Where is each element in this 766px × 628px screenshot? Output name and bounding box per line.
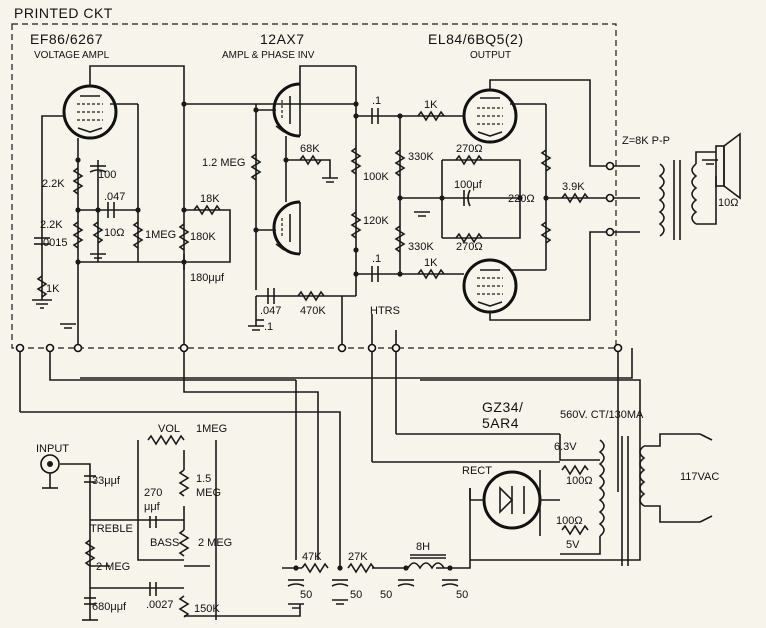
label-r-vol-1meg: 1MEG [196, 423, 227, 435]
label-r-47k: 47K [302, 551, 322, 563]
label-r-100-b: 100Ω [556, 515, 583, 527]
label-r-18k: 18K [200, 193, 220, 205]
el84-tube-bottom [462, 258, 518, 314]
label-c-33uuf: 33μμf [92, 475, 121, 487]
label-r-270-top: 270Ω [456, 143, 483, 155]
label-treble: TREBLE [90, 523, 133, 535]
label-c-0027: .0027 [146, 599, 174, 611]
label-c-270: 270 [144, 487, 162, 499]
gz34-tube [469, 470, 560, 530]
rect-label: RECT [462, 465, 492, 477]
el84-label: EL84/6BQ5(2) [428, 31, 524, 47]
label-c-180uuf: 180μμf [190, 272, 225, 284]
label-choke-8h: 8H [416, 541, 430, 553]
12ax7-label: 12AX7 [260, 31, 305, 47]
label-r-220: 220Ω [508, 193, 535, 205]
printed-ckt-title: PRINTED CKT [14, 5, 113, 21]
label-r-470k: 470K [300, 305, 326, 317]
input-jack [40, 454, 60, 489]
label-c-047-b: .047 [260, 305, 281, 317]
label-vol: VOL [158, 423, 180, 435]
label-input: INPUT [36, 443, 69, 455]
speaker [715, 132, 741, 200]
wiring-top [41, 65, 640, 463]
label-c-1-c: .1 [372, 253, 381, 265]
el84-role: OUTPUT [470, 50, 511, 61]
printed-circuit-border [11, 23, 617, 349]
transformer-label: Z=8K P-P [622, 135, 670, 147]
label-r-2k2-a: 2.2K [42, 178, 65, 190]
label-r-2meg-treble: 2 MEG [96, 561, 130, 573]
label-c-50-b: 50 [350, 589, 362, 601]
label-r-330k-bottom: 330K [408, 241, 434, 253]
label-117vac: 117VAC [680, 471, 719, 483]
12ax7-tube-top [272, 82, 301, 138]
capacitors [34, 108, 471, 605]
label-r-270-bottom: 270Ω [456, 241, 483, 253]
gz34-label-line2: 5AR4 [482, 415, 519, 431]
label-r-1k-cathode: 1K [46, 283, 60, 295]
board-terminals [15, 161, 623, 353]
label-c-680uuf: 680μμf [92, 601, 127, 613]
label-c-047-a: .047 [104, 191, 125, 203]
label-6-3v: 6.3V [554, 441, 577, 453]
label-r-150k: 150K [194, 603, 220, 615]
label-r-68k: 68K [300, 143, 320, 155]
label-htrs: HTRS [370, 305, 400, 317]
label-r-120k: 120K [363, 215, 389, 227]
label-c-270-unit: μμf [144, 501, 161, 513]
label-c-50-d: 50 [456, 589, 468, 601]
12ax7-tube-bottom [272, 200, 301, 256]
ef86-role: VOLTAGE AMPL [34, 50, 110, 61]
label-r-3k9: 3.9K [562, 181, 585, 193]
label-r-1-2meg: 1.2 MEG [202, 157, 245, 169]
label-c-100uf: 100μf [454, 179, 483, 191]
wiring-bus [19, 348, 641, 568]
label-bass: BASS [150, 537, 179, 549]
label-r-180k: 180K [190, 231, 216, 243]
label-r-100-a: 100Ω [566, 475, 593, 487]
el84-tube-top [462, 88, 518, 144]
label-5v: 5V [566, 539, 580, 551]
label-r-2k2-b: 2.2K [40, 219, 63, 231]
12ax7-role: AMPL & PHASE INV [222, 50, 315, 61]
ef86-label: EF86/6267 [30, 31, 103, 47]
label-r-1k-bottom: 1K [424, 257, 438, 269]
label-pt-rating: 560V. CT/130MA [560, 409, 644, 421]
ground-symbols [32, 159, 718, 621]
label-r-330k-top: 330K [408, 151, 434, 163]
label-c-50-c: 50 [380, 589, 392, 601]
ef86-tube [62, 70, 118, 140]
resistors [36, 110, 589, 618]
power-transformer [539, 433, 713, 566]
gz34-label-line1: GZ34/ [482, 399, 523, 415]
filter-choke [407, 554, 446, 570]
label-c-1-b: .1 [372, 95, 381, 107]
label-c-50-a: 50 [300, 589, 312, 601]
label-r-100k: 100K [363, 171, 389, 183]
output-transformer [658, 151, 717, 240]
label-c-0015: .0015 [40, 237, 68, 249]
label-r-1-5: 1.5 [196, 473, 211, 485]
speaker-impedance-label: 10Ω [718, 197, 738, 209]
label-r-2meg-bass: 2 MEG [198, 537, 232, 549]
label-c-100: 100 [98, 169, 116, 181]
label-r-1-5-meg: MEG [196, 487, 221, 499]
wiring-lower [60, 440, 471, 620]
label-c-1-a: .1 [264, 321, 273, 333]
label-r-1meg: 1MEG [145, 229, 176, 241]
label-r-10ohm: 10Ω [104, 227, 124, 239]
label-r-27k: 27K [348, 551, 368, 563]
label-r-1k-top: 1K [424, 99, 438, 111]
